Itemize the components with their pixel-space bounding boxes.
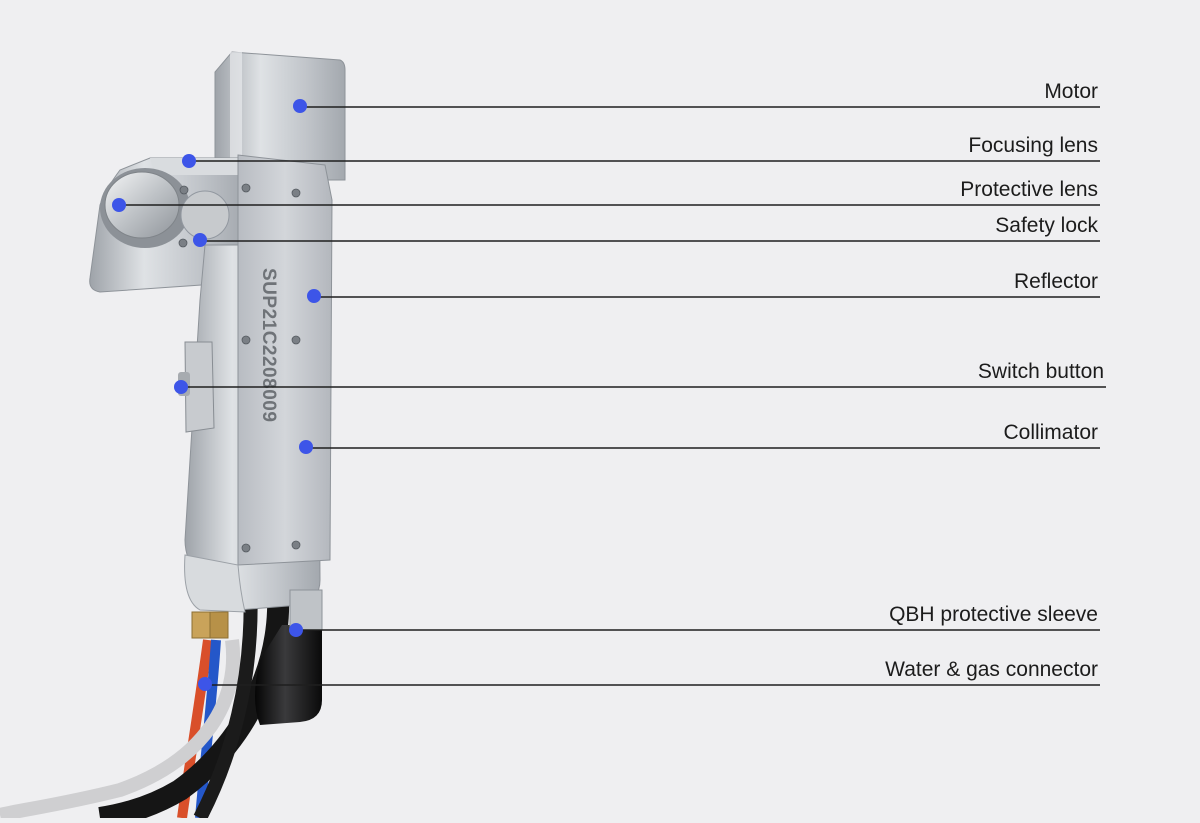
serial-number: SUP21C2208009 [258,268,279,422]
reflector-label: Reflector [1013,270,1098,293]
qbh-protective-sleeve-marker [289,623,303,637]
qbh-protective-sleeve-label: QBH protective sleeve [889,603,1098,626]
callouts-layer [112,99,1106,691]
gas-connector-right [209,611,229,639]
black-cable-2 [193,579,258,822]
collimator-bottom [184,554,246,613]
water-gas-connector-label: Water & gas connector [885,658,1098,681]
collimator-marker [299,440,313,454]
side-plate [237,154,333,566]
lens-block-top [150,158,245,175]
black-braided-cable [98,567,290,823]
cables [0,567,290,823]
water-gas-connector-marker [198,677,212,691]
safety-lock-label: Safety lock [995,214,1098,237]
collimator-label: Collimator [1003,421,1098,444]
motor-marker [293,99,307,113]
protective-lens-label: Protective lens [960,178,1098,201]
switch-button-label: Switch button [977,360,1104,383]
reflector-marker [307,289,321,303]
motor-highlight [230,52,242,180]
grey-cable [0,639,241,822]
protective-lens-marker [112,198,126,212]
gas-connector-left [191,611,211,639]
screws [178,183,301,553]
switch-button-marker [174,380,188,394]
motor-label: Motor [1044,80,1098,103]
qbh-sleeve-shape [255,625,322,725]
focusing-lens-label: Focusing lens [968,134,1098,157]
focusing-lens-marker [182,154,196,168]
safety-lock-marker [193,233,207,247]
safety-lock-disc [180,190,230,240]
